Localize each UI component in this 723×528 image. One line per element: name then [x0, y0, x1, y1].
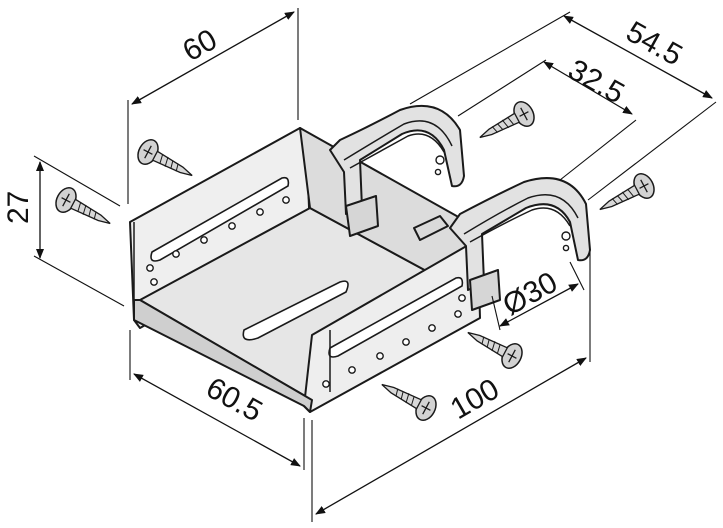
floor-slot [242, 280, 349, 341]
pipe-clip-back [329, 105, 465, 237]
screw-icon [467, 331, 523, 369]
dim-height: 27 [2, 191, 35, 224]
screw-icon [381, 383, 437, 421]
screw-icon [55, 187, 111, 225]
dimension-lines [33, 8, 717, 522]
dim-top-width: 60 [177, 23, 222, 68]
screw-icon [599, 173, 655, 211]
dim-inner-depth: 32.5 [563, 53, 630, 110]
back-wall-holes [146, 196, 290, 286]
dim-diameter: Ø30 [497, 266, 563, 322]
screw-icon [479, 101, 535, 139]
dim-length: 100 [445, 372, 505, 426]
dim-outer-depth: 54.5 [621, 15, 688, 72]
screw-icon [137, 139, 193, 177]
back-wall-slot [150, 176, 290, 262]
front-wall-slot [328, 276, 464, 358]
